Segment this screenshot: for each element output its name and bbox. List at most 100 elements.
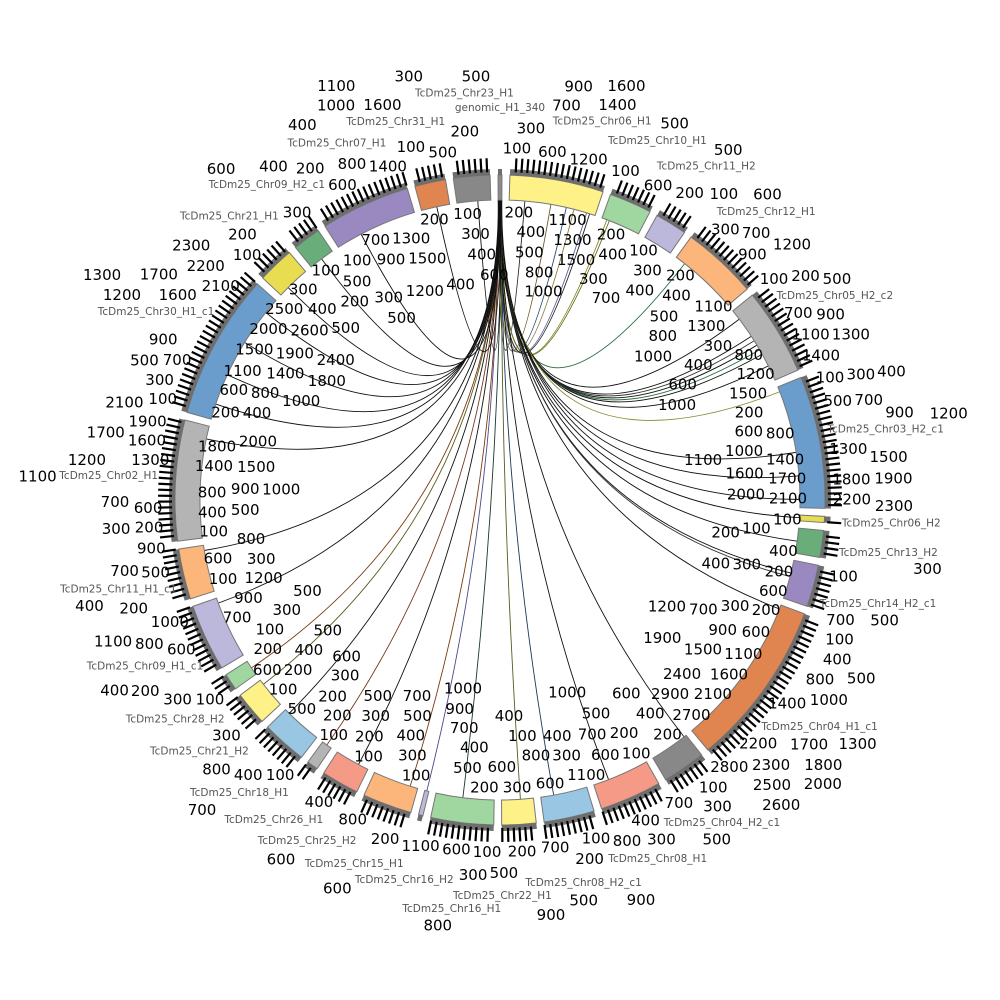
sector-TcDm25_Chr11_H1_c1[interactable] xyxy=(161,544,215,601)
tick-mark xyxy=(243,271,256,283)
sector-block[interactable] xyxy=(782,559,819,608)
sector-block[interactable] xyxy=(798,514,826,524)
tick-label: 900 xyxy=(537,906,566,924)
sector-block[interactable] xyxy=(601,193,651,235)
tick-mark xyxy=(781,665,796,675)
sector-TcDm25_Chr04_H2_c1[interactable] xyxy=(652,734,709,793)
tick-label: 200 xyxy=(470,779,499,797)
sector-block[interactable] xyxy=(178,544,215,600)
tick-mark xyxy=(731,257,743,269)
sector-TcDm25_Chr14_H2_c1[interactable] xyxy=(782,559,835,611)
sector-TcDm25_Chr06_H2[interactable] xyxy=(798,514,842,525)
sector-TcDm25_Chr09_H2_c1[interactable] xyxy=(288,215,333,268)
sector-block[interactable] xyxy=(186,283,277,420)
sector-TcDm25_Chr16_H2[interactable] xyxy=(416,789,430,822)
tick-label: 600 xyxy=(480,266,509,284)
tick-label: 1400 xyxy=(768,695,806,713)
sector-block[interactable] xyxy=(691,604,806,751)
sector-TcDm25_Chr10_H1[interactable] xyxy=(601,180,656,235)
sector-block[interactable] xyxy=(261,251,307,296)
tick-mark xyxy=(166,571,181,577)
sector-block[interactable] xyxy=(794,527,825,559)
sector-block[interactable] xyxy=(323,751,369,793)
sector-TcDm25_Chr22_H1[interactable] xyxy=(501,797,537,842)
sector-block[interactable] xyxy=(324,187,416,248)
sector-block[interactable] xyxy=(192,597,244,669)
sector-block[interactable] xyxy=(644,214,686,254)
sector-block[interactable] xyxy=(417,789,430,817)
sector-TcDm25_Chr18_H1[interactable] xyxy=(254,708,318,768)
sector-block[interactable] xyxy=(174,419,210,542)
sector-TcDm25_Chr08_H2_c1[interactable] xyxy=(540,786,596,839)
sector-TcDm25_Chr11_H2[interactable] xyxy=(644,202,692,254)
sector-block[interactable] xyxy=(430,792,495,826)
sector-block[interactable] xyxy=(363,771,419,814)
sector-TcDm25_Chr16_H1[interactable] xyxy=(427,792,495,842)
tick-mark xyxy=(817,415,832,421)
tick-label: 1000 xyxy=(725,442,763,460)
tick-label: 2500 xyxy=(265,300,303,318)
tick-label: 100 xyxy=(343,251,372,269)
sector-block[interactable] xyxy=(452,174,492,204)
tick-label: 500 xyxy=(293,582,322,600)
sector-block[interactable] xyxy=(593,761,660,810)
sector-block[interactable] xyxy=(239,679,282,723)
sector-block[interactable] xyxy=(307,741,332,770)
sector-TcDm25_Chr26_H1[interactable] xyxy=(296,741,332,780)
sector-block[interactable] xyxy=(540,786,595,823)
tick-mark xyxy=(554,823,560,838)
sector-block[interactable] xyxy=(675,236,748,306)
tick-mark xyxy=(811,392,826,399)
sector-block[interactable] xyxy=(508,174,604,217)
sector-block[interactable] xyxy=(652,734,703,781)
tick-mark xyxy=(214,309,228,320)
sector-TcDm25_Chr04_H1_c1[interactable] xyxy=(691,604,819,761)
sector-block[interactable] xyxy=(294,229,333,268)
sector-TcDm25_Chr15_H1[interactable] xyxy=(360,771,419,828)
tick-label: 100 xyxy=(699,779,728,797)
sector-genomic_H1_340[interactable] xyxy=(497,169,503,201)
tick-mark xyxy=(168,582,184,588)
sector-block[interactable] xyxy=(225,660,257,690)
sector-axis-band xyxy=(610,188,653,212)
tick-label: 700 xyxy=(578,726,607,744)
sector-TcDm25_Chr25_H2[interactable] xyxy=(317,751,369,805)
tick-mark xyxy=(764,297,778,308)
tick-mark xyxy=(237,709,250,721)
tick-label: 400 xyxy=(823,650,852,668)
sector-TcDm25_Chr13_H2[interactable] xyxy=(794,527,841,559)
tick-label: 100 xyxy=(825,630,854,648)
sector-block[interactable] xyxy=(414,179,451,212)
sector-TcDm25_Chr05_H2_c2[interactable] xyxy=(732,288,813,381)
tick-label: 800 xyxy=(806,671,835,689)
sector-TcDm25_Chr30_H1_c1[interactable] xyxy=(172,271,277,420)
sector-TcDm25_Chr09_H1_c1[interactable] xyxy=(176,597,244,673)
tick-label: 1400 xyxy=(369,157,407,175)
sector-block[interactable] xyxy=(501,797,537,826)
tick-mark xyxy=(343,791,352,805)
tick-mark xyxy=(438,163,444,178)
sector-TcDm25_Chr12_H1[interactable] xyxy=(675,226,759,306)
sector-TcDm25_Chr02_H1[interactable] xyxy=(157,417,210,542)
tick-mark xyxy=(163,559,178,565)
sector-TcDm25_Chr28_H2[interactable] xyxy=(211,660,257,695)
tick-label: 100 xyxy=(196,691,225,709)
sector-TcDm25_Chr08_H1[interactable] xyxy=(593,761,663,826)
tick-mark xyxy=(693,763,704,777)
sector-TcDm25_Chr31_H1[interactable] xyxy=(413,163,451,212)
sector-TcDm25_Chr06_H1[interactable] xyxy=(508,158,606,217)
sector-block[interactable] xyxy=(497,174,503,201)
tick-mark xyxy=(221,299,235,310)
sector-TcDm25_Chr23_H1[interactable] xyxy=(452,158,492,204)
sector-TcDm25_Chr21_H1[interactable] xyxy=(253,240,307,296)
tick-label: 300 xyxy=(579,270,608,288)
sector-TcDm25_Chr07_H1[interactable] xyxy=(319,171,416,248)
sector-block[interactable] xyxy=(266,708,318,759)
sector-TcDm25_Chr21_H2[interactable] xyxy=(225,679,282,730)
tick-label: 300 xyxy=(647,831,676,849)
tick-label: 600 xyxy=(323,879,352,897)
tick-label: 400 xyxy=(495,707,524,725)
tick-mark xyxy=(196,340,211,349)
sector-TcDm25_Chr03_H2_c1[interactable] xyxy=(777,375,843,509)
tick-label: 200 xyxy=(228,225,257,243)
